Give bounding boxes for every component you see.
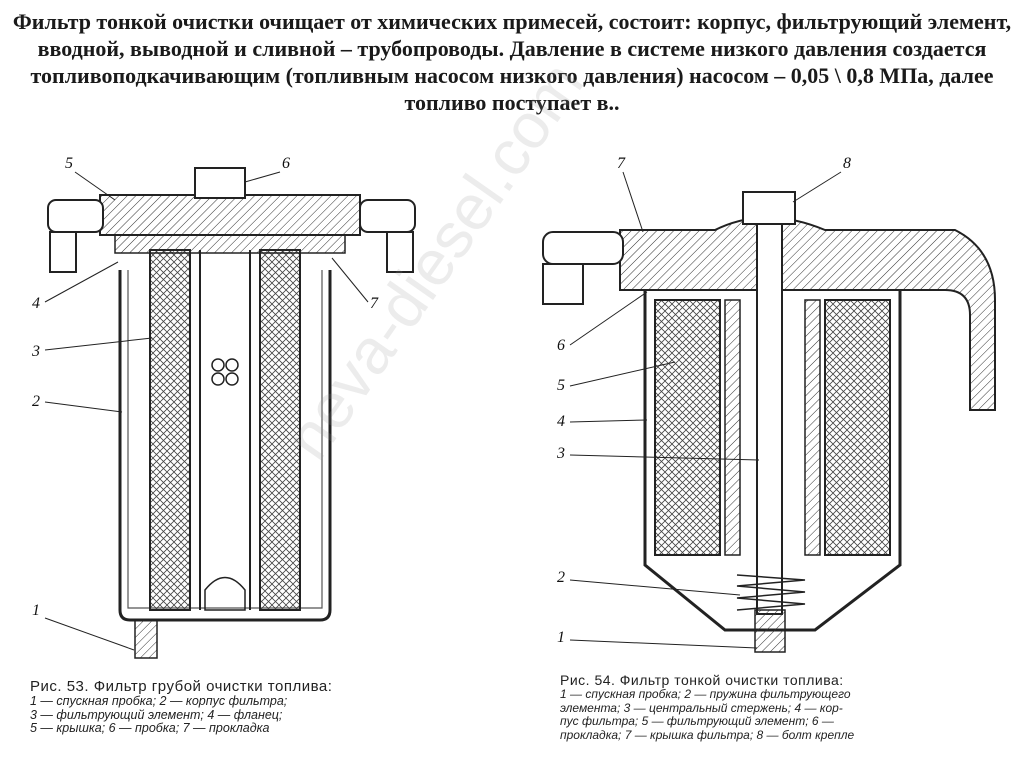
figure54-legend-line: прокладка; 7 — крышка фильтра; 8 — болт …: [560, 727, 855, 742]
callout-5: 5: [65, 155, 73, 172]
callout-6: 6: [282, 155, 290, 172]
figure53-caption: Рис. 53. Фильтр грубой очистки топлива: …: [30, 678, 430, 736]
callout-6: 6: [557, 337, 565, 354]
callout-labels: 5 6 4 7 3 2 1: [31, 155, 379, 651]
figure53-legend-line: 1 — спускная пробка; 2 — корпус фильтра;: [30, 694, 288, 708]
figure54-legend-line: элемента; 3 — центральный стержень; 4 — …: [560, 700, 843, 715]
outlet-fitting: [359, 199, 416, 273]
coarse-filter-drawing: 5 6 4 7 3 2 1: [31, 155, 416, 659]
filter-cover: [619, 191, 996, 411]
callout-5: 5: [557, 377, 565, 394]
filter-element: [149, 249, 301, 611]
figure54-caption-title: Рис. 54. Фильтр тонкой очистки топлива:: [560, 672, 844, 688]
slide-title: Фильтр тонкой очистки очищает от химичес…: [12, 9, 1012, 115]
filter-housing: [118, 270, 332, 622]
element-spring: [736, 574, 806, 611]
callout-2: 2: [32, 393, 40, 410]
callout-8: 8: [843, 155, 851, 172]
filter-lid: [99, 167, 361, 254]
filter-element: [654, 299, 891, 556]
callout-4: 4: [557, 413, 565, 430]
callout-3: 3: [31, 343, 40, 360]
inlet-fitting: [47, 199, 104, 273]
figure54-caption: Рис. 54. Фильтр тонкой очистки топлива: …: [560, 672, 1000, 742]
figure53-caption-title: Рис. 53. Фильтр грубой очистки топлива:: [30, 678, 333, 695]
figure53-legend-line: 5 — крышка; 6 — пробка; 7 — прокладка: [30, 721, 270, 735]
callout-7: 7: [617, 155, 626, 172]
central-rod: [756, 223, 783, 615]
figure54-legend-line: 1 — спускная пробка; 2 — пружина фильтру…: [560, 687, 851, 701]
callout-1: 1: [32, 602, 40, 619]
inlet-fitting: [542, 231, 624, 305]
callout-labels: 7 8 6 5 4 3 2 1: [556, 155, 851, 649]
callout-3: 3: [556, 445, 565, 462]
callout-2: 2: [557, 569, 565, 586]
callout-1: 1: [557, 629, 565, 646]
drain-plug: [134, 619, 158, 659]
callout-4: 4: [32, 295, 40, 312]
callout-7: 7: [370, 295, 379, 312]
fine-filter-drawing: 7 8 6 5 4 3 2 1: [542, 155, 996, 653]
drain-plug: [754, 609, 786, 653]
figure54-legend-line: пус фильтра; 5 — фильтрующий элемент; 6 …: [560, 714, 834, 728]
figure53-legend-line: 3 — фильтрующий элемент; 4 — фланец;: [30, 707, 283, 722]
